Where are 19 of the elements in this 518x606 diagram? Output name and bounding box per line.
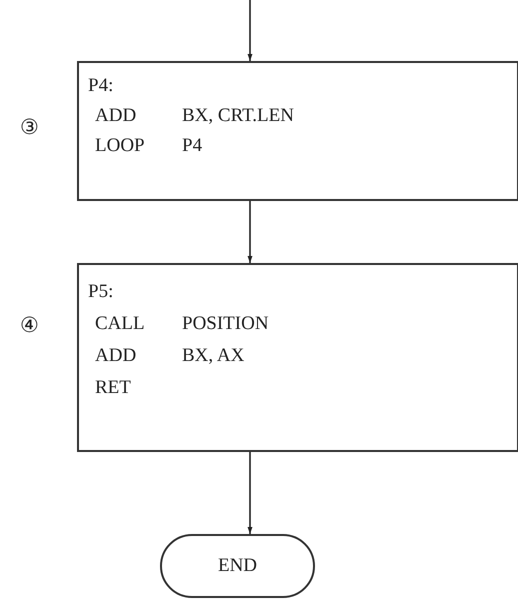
code-text: POSITION (182, 313, 269, 335)
code-label: P4: (88, 75, 114, 97)
code-text: BX, CRT.LEN (182, 105, 294, 127)
step-number: ④ (20, 313, 39, 337)
process-box (77, 263, 518, 452)
code-text: RET (95, 377, 131, 399)
code-text: END (216, 555, 258, 577)
arrow (248, 0, 252, 61)
arrow (248, 201, 252, 263)
code-text: ADD (95, 345, 136, 367)
step-number: ③ (20, 115, 39, 139)
arrow (248, 452, 252, 534)
code-text: BX, AX (182, 345, 244, 367)
code-text: CALL (95, 313, 145, 335)
code-text: ADD (95, 105, 136, 127)
process-box (77, 61, 518, 201)
code-text: LOOP (95, 135, 145, 157)
code-label: P5: (88, 281, 114, 303)
code-text: P4 (182, 135, 202, 157)
